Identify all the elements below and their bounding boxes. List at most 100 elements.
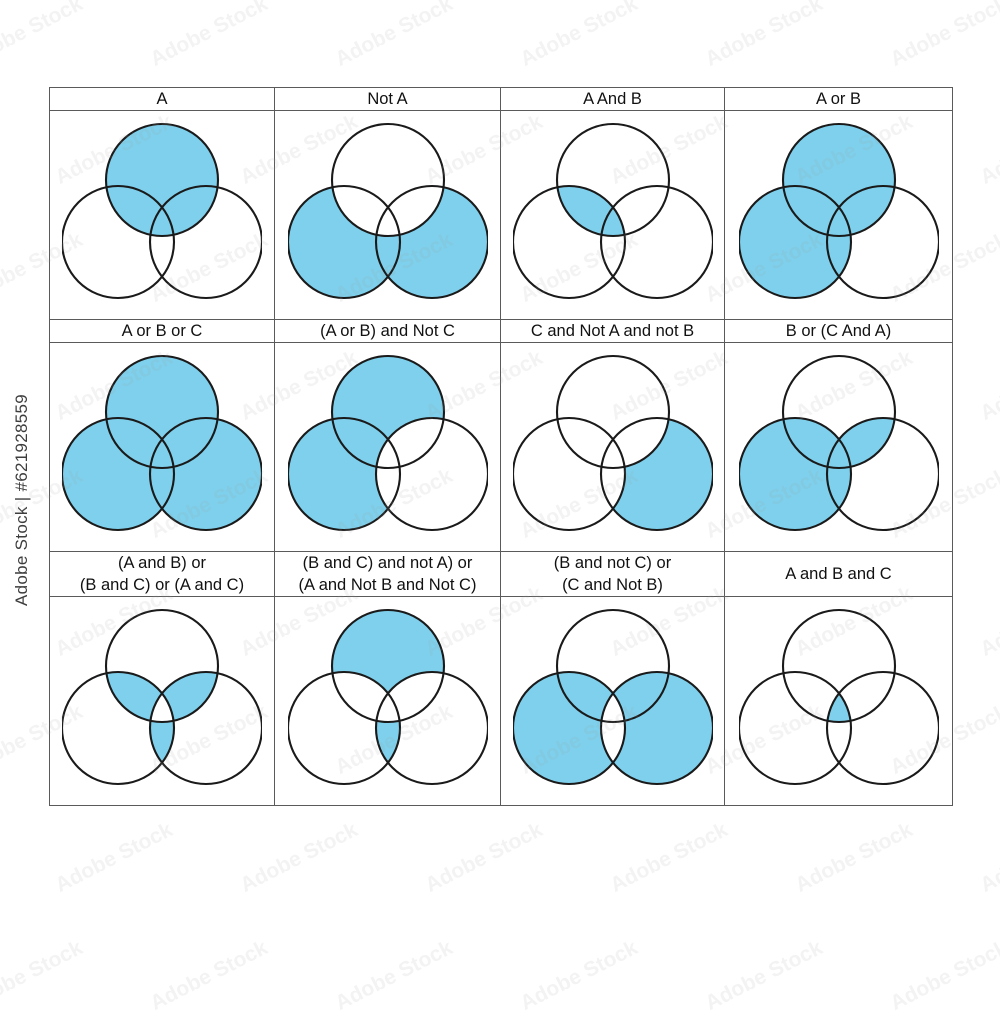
venn-region-C_only bbox=[512, 352, 713, 543]
venn-circle-b bbox=[62, 417, 176, 532]
venn-diagram bbox=[738, 606, 939, 797]
venn-circle-b bbox=[287, 417, 401, 532]
venn-circle-b bbox=[62, 185, 176, 300]
venn-diagram-cell bbox=[500, 596, 725, 807]
venn-circle-a bbox=[330, 609, 445, 724]
venn-region-BC bbox=[287, 606, 488, 797]
venn-diagram-wrapper bbox=[725, 606, 952, 797]
watermark-text: Adobe Stock | #621928559 bbox=[12, 393, 31, 607]
venn-diagram-wrapper bbox=[50, 352, 274, 543]
venn-diagram-cell bbox=[724, 596, 953, 807]
venn-diagram-wrapper bbox=[275, 120, 500, 311]
venn-diagram-wrapper bbox=[725, 352, 952, 543]
expression-line-1: A And B bbox=[583, 90, 642, 108]
venn-expression-label: A or B bbox=[724, 86, 953, 112]
venn-circle-a bbox=[555, 123, 670, 238]
venn-region-BC bbox=[62, 606, 262, 797]
expression-line-2: (C and Not B) bbox=[562, 576, 663, 595]
venn-circle-a bbox=[781, 123, 896, 238]
adobe-stock-watermark: Adobe Stock | #621928559 bbox=[0, 0, 44, 1000]
venn-expression-label: (A and B) or(B and C) or (A and C) bbox=[49, 551, 275, 598]
venn-diagram bbox=[287, 606, 488, 797]
expression-line-1: A or B bbox=[816, 90, 861, 108]
watermark-tile: Adobe Stock bbox=[886, 0, 1000, 71]
venn-circle-c bbox=[825, 417, 939, 532]
venn-diagram-wrapper bbox=[725, 120, 952, 311]
venn-diagram-cell bbox=[274, 110, 501, 321]
venn-circle-c bbox=[825, 671, 939, 786]
venn-circle-a bbox=[781, 355, 896, 470]
venn-diagram-row bbox=[49, 110, 953, 321]
watermark-tile: Adobe Stock bbox=[701, 0, 827, 71]
venn-circle-c bbox=[148, 671, 262, 786]
venn-circle-b bbox=[512, 671, 626, 786]
venn-diagram bbox=[512, 606, 713, 797]
venn-diagram-wrapper bbox=[275, 352, 500, 543]
venn-diagram bbox=[287, 120, 488, 311]
venn-expression-label: Not A bbox=[274, 86, 501, 112]
venn-diagram bbox=[62, 120, 262, 311]
watermark-tile: Adobe Stock bbox=[51, 818, 177, 897]
venn-diagram bbox=[512, 120, 713, 311]
venn-circle-c bbox=[374, 671, 488, 786]
venn-diagram-cell bbox=[49, 342, 275, 553]
venn-header-row: (A and B) or(B and C) or (A and C) (B and… bbox=[49, 551, 953, 598]
watermark-tile: Adobe Stock bbox=[701, 936, 827, 1015]
venn-diagram bbox=[738, 352, 939, 543]
venn-circle-b bbox=[738, 671, 852, 786]
venn-region-ABC bbox=[738, 606, 939, 797]
venn-circle-c bbox=[374, 417, 488, 532]
venn-region-AB bbox=[287, 352, 488, 543]
watermark-tile: Adobe Stock bbox=[516, 0, 642, 71]
watermark-tile: Adobe Stock bbox=[791, 818, 917, 897]
venn-circle-a bbox=[330, 123, 445, 238]
venn-diagram bbox=[287, 352, 488, 543]
venn-expression-label: A or B or C bbox=[49, 319, 275, 344]
venn-diagram-wrapper bbox=[275, 606, 500, 797]
venn-circle-b bbox=[738, 185, 852, 300]
venn-circle-b bbox=[287, 185, 401, 300]
expression-line-1: A or B or C bbox=[121, 322, 203, 341]
watermark-tile: Adobe Stock bbox=[0, 936, 87, 1015]
expression-line-1: (A and B) or bbox=[117, 554, 207, 573]
venn-circle-b bbox=[62, 671, 176, 786]
watermark-tile: Adobe Stock bbox=[886, 936, 1000, 1015]
venn-circle-a bbox=[330, 355, 445, 470]
expression-line-1: (A or B) and Not C bbox=[320, 322, 455, 341]
expression-line-1: (B and not C) or bbox=[553, 554, 672, 573]
venn-diagram-cell bbox=[724, 110, 953, 321]
watermark-tile: Adobe Stock bbox=[146, 0, 272, 71]
watermark-tile: Adobe Stock bbox=[606, 818, 732, 897]
expression-line-1: A and B and C bbox=[785, 565, 892, 584]
venn-header-row: A Not A A And B A or B bbox=[49, 86, 953, 112]
venn-diagram bbox=[738, 120, 939, 311]
venn-region-AC bbox=[512, 606, 713, 797]
watermark-tile: Adobe Stock bbox=[976, 346, 1000, 425]
venn-diagram-cell bbox=[724, 342, 953, 553]
venn-diagram-row bbox=[49, 596, 953, 807]
venn-diagram-wrapper bbox=[50, 120, 274, 311]
expression-line-1: B or (C And A) bbox=[785, 322, 892, 341]
venn-expression-label: C and Not A and not B bbox=[500, 319, 725, 344]
venn-table-body: A Not A A And B A or B A or B or C (A or B) a… bbox=[49, 86, 953, 807]
venn-expression-label: A bbox=[49, 86, 275, 112]
expression-line-2: (A and Not B and Not C) bbox=[298, 576, 477, 595]
watermark-tile: Adobe Stock bbox=[0, 0, 87, 71]
venn-circle-c bbox=[374, 185, 488, 300]
venn-circle-b bbox=[738, 417, 852, 532]
venn-expression-label: B or (C And A) bbox=[724, 319, 953, 344]
venn-region-ABC bbox=[62, 352, 262, 543]
venn-diagram bbox=[62, 352, 262, 543]
expression-line-1: Not A bbox=[367, 90, 408, 108]
venn-region-ABC bbox=[62, 120, 262, 311]
venn-region-BC bbox=[287, 120, 488, 311]
venn-circle-b bbox=[512, 417, 626, 532]
watermark-tile: Adobe Stock bbox=[976, 582, 1000, 661]
watermark-tile: Adobe Stock bbox=[331, 936, 457, 1015]
venn-expression-label: A And B bbox=[500, 86, 725, 112]
venn-diagram-wrapper bbox=[501, 120, 724, 311]
venn-circle-a bbox=[781, 609, 896, 724]
venn-circle-c bbox=[599, 671, 713, 786]
watermark-tile: Adobe Stock bbox=[421, 818, 547, 897]
venn-circle-c bbox=[148, 417, 262, 532]
